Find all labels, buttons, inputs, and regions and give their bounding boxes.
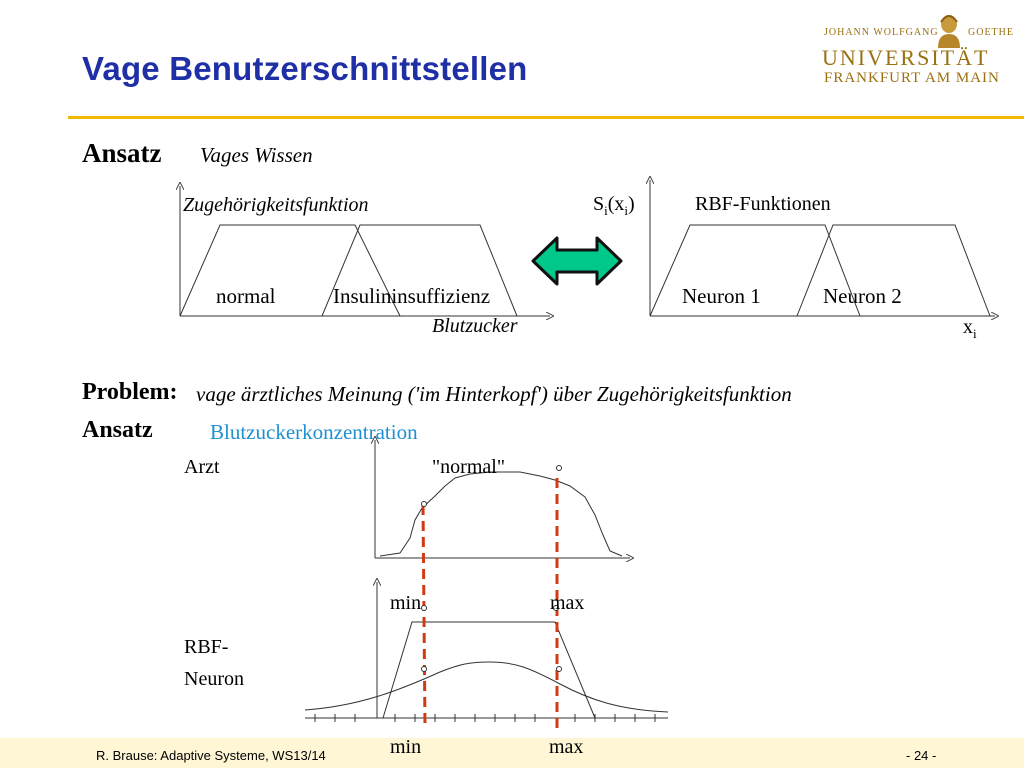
section1-subheading: Vages Wissen [200,143,313,167]
label-neuron2: Neuron 2 [823,284,902,308]
footer-author: R. Brause: Adaptive Systeme, WS13/14 [96,748,326,763]
right-rbf-diagram [650,180,995,316]
rbf-plot [304,582,669,719]
label-normal: normal [216,284,276,308]
min-label-top: min [390,592,422,614]
goethe-portrait-icon [932,12,966,48]
right-diagram-title: RBF-Funktionen [695,193,831,215]
max-label-bottom: max [549,736,584,758]
min-marker-line [421,504,427,729]
max-label-top: max [550,592,585,614]
arzt-plot [375,440,630,558]
label-insulininsuffizienz: Insulininsuffizienz [333,284,491,308]
section2-heading: Ansatz [82,417,153,443]
rbf-trapezoid [382,621,596,719]
logo-top-left-text: JOHANN WOLFGANG [824,27,939,38]
trapezoid-neuron1 [649,224,861,317]
arzt-curve [379,471,623,557]
marker-dots [421,465,562,672]
title-divider [68,116,1024,119]
left-x-axis-label: Blutzucker [432,315,518,337]
rbf-row-label-line2: Neuron [184,668,244,690]
trapezoid-neuron2 [796,224,991,317]
left-membership-diagram [180,186,550,316]
logo-university-text: UNIVERSITÄT [822,45,990,70]
arzt-row-label: Arzt [184,456,220,478]
section1-heading: Ansatz [82,138,162,168]
right-y-axis-label: Si(xi) [593,193,635,218]
left-diagram-title: Zugehörigkeitsfunktion [183,194,369,216]
logo-city-text: FRANKFURT AM MAIN [824,70,1000,86]
trapezoid-normal [179,224,401,317]
rbf-axis-ticks [314,714,656,722]
page-title: Vage Benutzerschnittstellen [82,50,528,87]
min-label-bottom: min [390,736,422,758]
trapezoid-insulin [321,224,518,317]
footer-page-number: - 24 - [906,748,937,763]
right-x-axis-label: xi [963,316,977,341]
rbf-row-label-line1: RBF- [184,636,229,658]
normal-curve-label: "normal" [432,456,505,478]
section2-subheading: Blutzuckerkonzentration [210,420,418,444]
problem-text: vage ärztliches Meinung ('im Hinterkopf'… [196,382,792,406]
footer-bar [0,738,1024,768]
label-neuron1: Neuron 1 [682,284,761,308]
logo-top-right-text: GOETHE [968,27,1014,38]
problem-label: Problem: [82,379,178,405]
rbf-gaussian-curve [304,661,669,713]
double-arrow-icon [530,234,624,288]
min-max-markers [421,478,559,729]
